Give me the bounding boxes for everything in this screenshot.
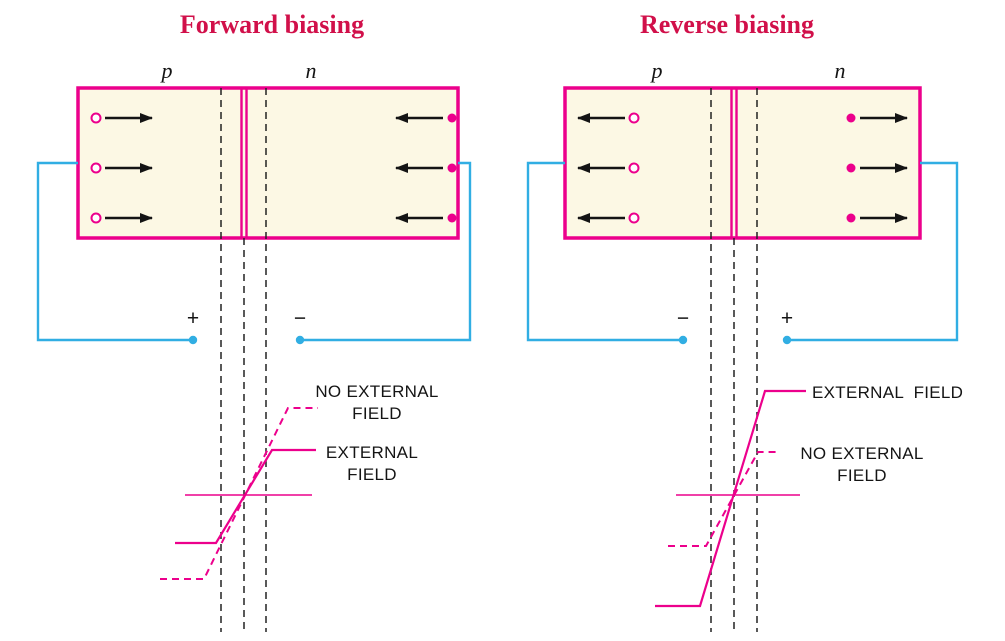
p-region-label: p xyxy=(160,58,173,83)
electron-symbol xyxy=(447,113,457,123)
no-external-field-label-line2: FIELD xyxy=(352,404,402,423)
terminal-dot-positive xyxy=(188,335,198,345)
circuit-wire-right xyxy=(787,161,959,342)
hole-symbol xyxy=(90,162,102,174)
electron-symbol xyxy=(447,163,457,173)
hole-symbol xyxy=(628,112,640,124)
n-region-label: n xyxy=(306,58,317,83)
junction-box xyxy=(563,86,922,240)
hole-carrier-row xyxy=(90,112,153,224)
n-region-label: n xyxy=(835,58,846,83)
reverse-biasing-panel: Reverse biasing p n xyxy=(526,10,963,632)
electron-symbol xyxy=(846,163,856,173)
barrier-no-field-line xyxy=(160,407,318,580)
no-external-field-label-line2: FIELD xyxy=(837,466,887,485)
no-external-field-label-line1: NO EXTERNAL xyxy=(800,444,923,463)
electron-symbol xyxy=(846,213,856,223)
p-region-label: p xyxy=(650,58,663,83)
hole-symbol xyxy=(628,212,640,224)
external-field-label-line2: FIELD xyxy=(347,465,397,484)
forward-panel-title: Forward biasing xyxy=(180,10,364,39)
electron-carrier-row xyxy=(846,113,908,223)
forward-biasing-panel: Forward biasing p n xyxy=(36,10,472,632)
negative-terminal-label: − xyxy=(677,307,689,330)
barrier-no-field-line xyxy=(668,451,780,547)
hole-symbol xyxy=(628,162,640,174)
external-field-label-line1: EXTERNAL xyxy=(326,443,418,462)
hole-symbol xyxy=(90,112,102,124)
electron-carrier-row xyxy=(395,113,457,223)
terminal-dot-negative xyxy=(678,335,688,345)
terminal-dot-negative xyxy=(295,335,305,345)
circuit-wire-left xyxy=(36,161,193,342)
hole-symbol xyxy=(90,212,102,224)
electron-symbol xyxy=(447,213,457,223)
no-external-field-label-line1: NO EXTERNAL xyxy=(315,382,438,401)
hole-carrier-row xyxy=(577,112,640,224)
negative-terminal-label: − xyxy=(294,307,306,330)
terminal-dot-positive xyxy=(782,335,792,345)
positive-terminal-label: + xyxy=(187,307,199,330)
junction-box xyxy=(76,86,460,240)
reverse-panel-title: Reverse biasing xyxy=(640,10,814,39)
circuit-wire-right xyxy=(300,161,472,342)
positive-terminal-label: + xyxy=(781,307,793,330)
electron-symbol xyxy=(846,113,856,123)
external-field-label: EXTERNAL FIELD xyxy=(812,383,963,402)
circuit-wire-left xyxy=(526,161,683,342)
barrier-with-field-line xyxy=(655,389,806,608)
